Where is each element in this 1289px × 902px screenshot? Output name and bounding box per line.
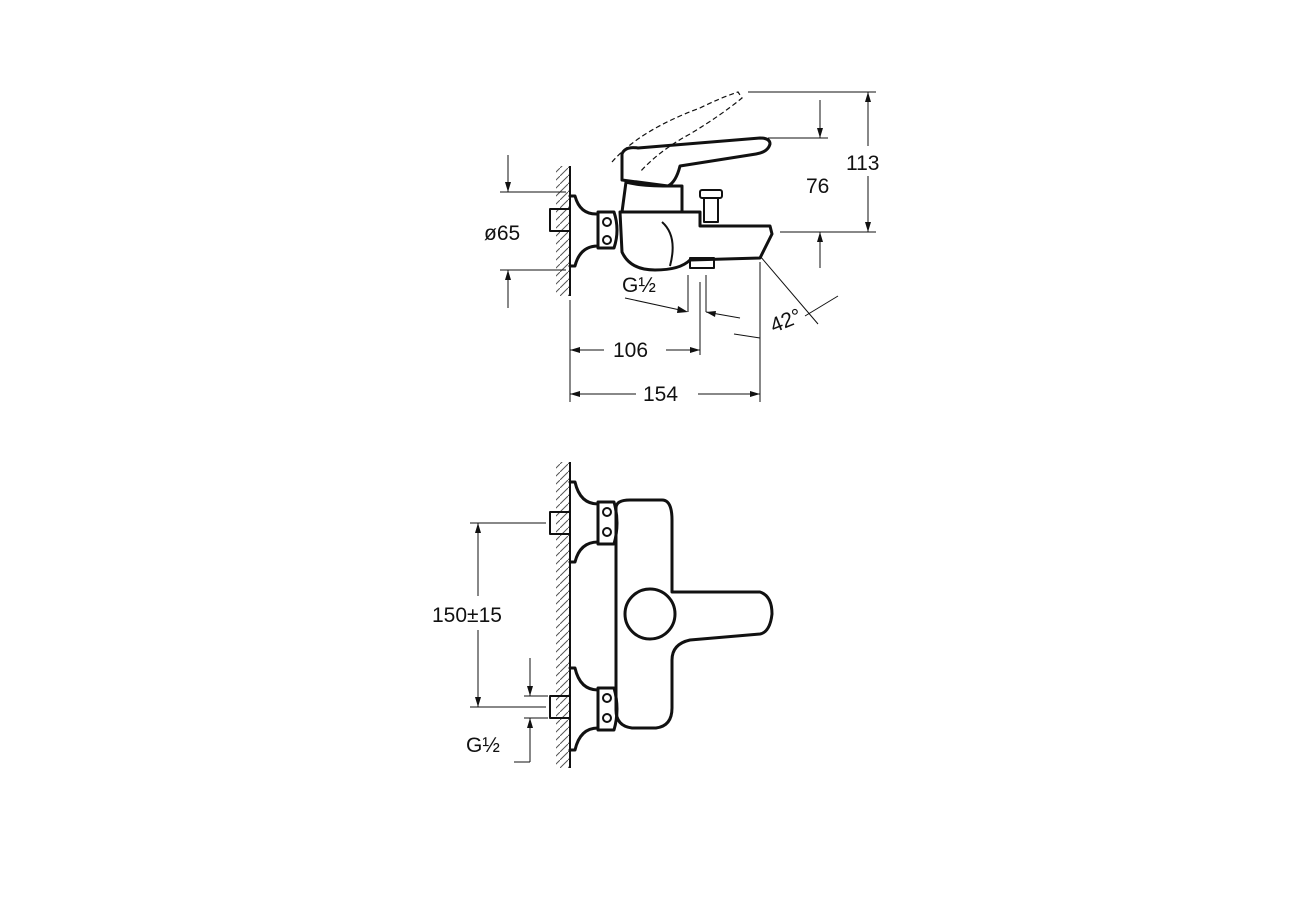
diverter-stem (703, 197, 719, 223)
arrow (817, 232, 823, 242)
arrow (865, 92, 871, 102)
dim-diameter: ø65 (484, 222, 520, 245)
flange-nut-dot (602, 693, 612, 703)
lever-raised-dashed (611, 91, 743, 173)
arrow (475, 697, 481, 707)
arrow (527, 718, 533, 728)
arrow (570, 391, 580, 397)
body-curve (661, 221, 674, 267)
wall-hatch-bottom (556, 462, 570, 768)
arrow (570, 347, 580, 353)
front-view: 150±15 G½ (432, 462, 774, 768)
mixer-body-front (614, 498, 774, 730)
diverter-cap (699, 189, 723, 199)
arrow (817, 128, 823, 138)
escutcheon (568, 194, 600, 268)
side-view: ø65 G½ 42° 106 154 1 (484, 91, 879, 406)
flange-nut-dot (602, 527, 612, 537)
dim-height-total: 113 (846, 152, 879, 175)
leader-line (624, 297, 681, 311)
dim-thread-side: G½ (622, 274, 656, 297)
arrow (505, 270, 511, 280)
leader-line (733, 333, 761, 339)
arrow (690, 347, 700, 353)
outlet-nozzle (689, 257, 715, 269)
angle-arc (804, 295, 839, 317)
flange-nut-dot (602, 217, 612, 227)
arrow (706, 311, 716, 317)
inlet-stub-lower (549, 695, 571, 719)
dim-spout-inlet: 106 (613, 339, 648, 362)
lever (620, 136, 772, 188)
mixer-body (618, 210, 774, 272)
arrow (505, 182, 511, 192)
dim-depth: 154 (643, 383, 678, 406)
dim-centers: 150±15 (432, 604, 502, 627)
flange-nut-dot (602, 507, 612, 517)
arrow (750, 391, 760, 397)
flange-nut (596, 210, 619, 250)
escutcheon-lower (568, 666, 600, 752)
dim-angle: 42° (767, 304, 805, 337)
angle-line (759, 255, 819, 325)
lever-hub (623, 587, 677, 641)
arrow (527, 686, 533, 696)
flange-nut-dot (602, 235, 612, 245)
inlet-stub-upper (549, 511, 571, 535)
arrow (865, 222, 871, 232)
inlet-stub (549, 208, 571, 232)
arrow (677, 306, 688, 313)
arrow (475, 523, 481, 533)
escutcheon-upper (568, 480, 600, 564)
dim-height-body: 76 (806, 175, 829, 198)
mixer-head (620, 180, 684, 214)
flange-nut-dot (602, 713, 612, 723)
dim-thread-front: G½ (466, 734, 500, 757)
